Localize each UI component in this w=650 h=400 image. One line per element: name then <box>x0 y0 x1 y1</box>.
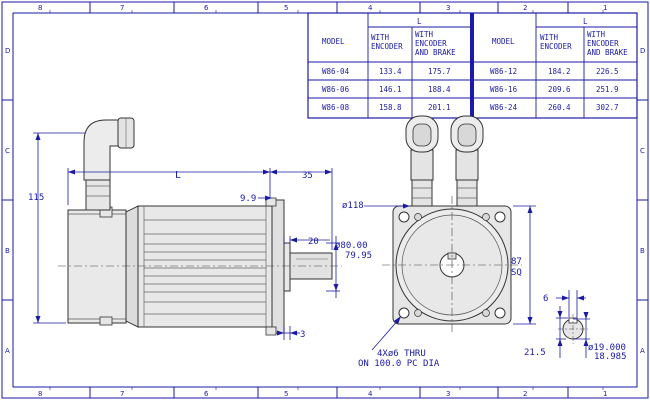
col-encoder-header: ENCODER <box>540 42 572 51</box>
shaft-section <box>558 314 588 344</box>
zone-label: D <box>5 47 10 55</box>
brake-cell: 251.9 <box>596 85 619 94</box>
brake-cell: 175.7 <box>428 67 451 76</box>
side-view <box>58 117 342 336</box>
zone-label: A <box>5 347 10 355</box>
zone-label: C <box>640 147 645 155</box>
encoder-cell: 209.6 <box>548 85 571 94</box>
col-brake-header: AND BRAKE <box>415 48 456 57</box>
col-L-header: L <box>417 17 422 26</box>
col-encoder-header: WITH <box>540 33 559 42</box>
zone-label: 1 <box>603 4 607 12</box>
front-arrows <box>394 203 533 324</box>
front-view <box>382 115 522 334</box>
encoder-cell: 184.2 <box>548 67 571 76</box>
zone-label: D <box>640 47 645 55</box>
brake-cell: 188.4 <box>428 85 451 94</box>
side-arrows <box>35 133 339 336</box>
dim-flange: 9.9 <box>240 194 256 204</box>
zone-label: 5 <box>284 4 288 12</box>
zone-label: B <box>640 247 645 255</box>
col-L-header: L <box>583 17 588 26</box>
col-brake-header: WITH <box>415 30 434 39</box>
zone-label: 3 <box>446 4 450 12</box>
zone-label: 8 <box>38 4 42 12</box>
zone-label: 3 <box>446 390 450 398</box>
zone-labels-left: D C B A <box>5 47 10 355</box>
dim-square-size: 87 <box>511 257 522 267</box>
col-model-header: MODEL <box>322 37 345 46</box>
zone-labels-top: 8 7 6 5 4 3 2 1 <box>38 4 607 12</box>
encoder-cell: 146.1 <box>379 85 402 94</box>
shaft-arrows <box>557 295 589 346</box>
length-table: MODEL L WITH ENCODER WITH ENCODER AND BR… <box>307 12 638 119</box>
zone-label: 2 <box>523 390 527 398</box>
zone-label: 2 <box>523 4 527 12</box>
dim-key-height: 21.5 <box>524 348 546 358</box>
col-brake-header: AND BRAKE <box>587 48 628 57</box>
dim-body-dia: ø118 <box>342 201 364 211</box>
zone-label: C <box>5 147 10 155</box>
dim-square-suffix: SQ <box>511 268 522 278</box>
col-brake-header: WITH <box>587 30 606 39</box>
encoder-cell: 158.8 <box>379 103 402 112</box>
brake-cell: 201.1 <box>428 103 451 112</box>
col-model-header: MODEL <box>492 37 515 46</box>
dim-key-width: 6 <box>543 294 548 304</box>
model-cell: W86-12 <box>490 67 517 76</box>
model-cell: W86-04 <box>322 67 350 76</box>
model-cell: W86-06 <box>322 85 350 94</box>
col-brake-header: ENCODER <box>587 39 619 48</box>
model-cell: W86-24 <box>490 103 518 112</box>
zone-label: 1 <box>603 390 607 398</box>
col-brake-header: ENCODER <box>415 39 447 48</box>
note-holes-pcd: ON 100.0 PC DIA <box>358 359 440 369</box>
zone-labels-bottom: 8 7 6 5 4 3 2 1 <box>38 390 607 398</box>
zone-labels-right: D C B A <box>640 47 645 355</box>
col-encoder-header: ENCODER <box>371 42 403 51</box>
zone-label: B <box>5 247 10 255</box>
zone-label: 6 <box>204 390 209 398</box>
model-cell: W86-08 <box>322 103 350 112</box>
col-encoder-header: WITH <box>371 33 390 42</box>
brake-cell: 226.5 <box>596 67 619 76</box>
zone-label: 7 <box>120 390 124 398</box>
dim-height: 115 <box>28 193 44 203</box>
zone-label: A <box>640 347 645 355</box>
encoder-cell: 133.4 <box>379 67 402 76</box>
brake-cell: 302.7 <box>596 103 619 112</box>
dim-shaft-length: 35 <box>302 171 313 181</box>
dim-length: L <box>175 170 181 181</box>
dim-step: 3 <box>300 330 305 340</box>
dim-shaft-dia-min: 18.985 <box>594 352 627 362</box>
zone-label: 4 <box>368 390 373 398</box>
dim-shaft-dia-max: ø19.000 <box>588 343 626 353</box>
model-cell: W86-16 <box>490 85 518 94</box>
note-holes: 4Xø6 THRU <box>377 349 426 359</box>
encoder-cell: 260.4 <box>548 103 571 112</box>
zone-label: 4 <box>368 4 373 12</box>
dim-pilot-dia-min: 79.95 <box>345 251 372 261</box>
zone-label: 8 <box>38 390 42 398</box>
front-dimensions <box>364 205 536 351</box>
zone-label: 6 <box>204 4 209 12</box>
zone-label: 5 <box>284 390 288 398</box>
zone-label: 7 <box>120 4 124 12</box>
dim-pilot-dia-max: ø80.00 <box>335 241 368 251</box>
dim-pilot-length: 20 <box>308 237 319 247</box>
